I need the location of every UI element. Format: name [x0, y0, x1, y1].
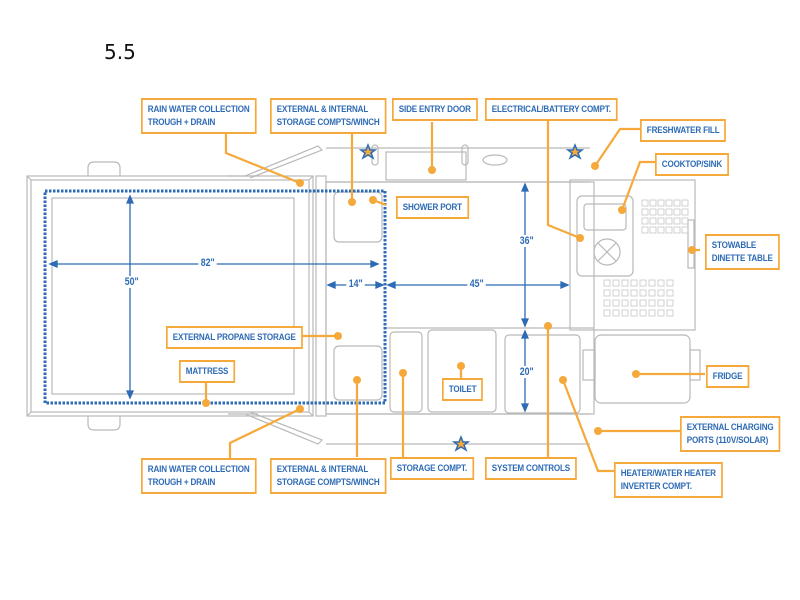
dimension-aisle-left: 14" [346, 278, 366, 290]
grid-cell [639, 309, 647, 317]
grid-cell [612, 309, 620, 317]
grid-cell [641, 208, 649, 216]
grid-cell [673, 199, 681, 207]
grid-cell [657, 199, 665, 207]
grid-cell [621, 279, 629, 287]
dimension-bed-width: 50" [122, 276, 142, 288]
grid-cell [665, 208, 673, 216]
grid-cell [666, 279, 674, 287]
grid-cell [630, 279, 638, 287]
grid-cell [666, 309, 674, 317]
grid-cell [648, 279, 656, 287]
grid-cell [630, 299, 638, 307]
grid-cell [630, 309, 638, 317]
callout-freshwater-fill: FRESHWATER FILL [640, 119, 727, 142]
grid-cell [649, 217, 657, 225]
dimension-bed-length: 82" [198, 257, 218, 269]
grid-cell [657, 208, 665, 216]
grid-cell [649, 226, 657, 234]
grid-cell [649, 199, 657, 207]
callout-shower-port: SHOWER PORT [396, 196, 469, 219]
grid-cell [612, 289, 620, 297]
star-markers [358, 142, 585, 452]
dinette-grid [603, 199, 689, 317]
callout-storage-compt: STORAGE COMPT. [390, 457, 474, 480]
grid-cell [641, 226, 649, 234]
dimension-cabinet-depth: 20" [517, 366, 537, 378]
callout-cooktop-sink: COOKTOP/SINK [655, 153, 729, 176]
grid-cell [657, 226, 665, 234]
grid-cell [666, 299, 674, 307]
page-title: 5.5 [104, 40, 136, 64]
callout-mattress: MATTRESS [179, 360, 236, 383]
grid-cell [639, 279, 647, 287]
grid-cell [648, 289, 656, 297]
grid-cell [641, 199, 649, 207]
grid-cell [681, 199, 689, 207]
grid-cell [681, 217, 689, 225]
callout-dots [202, 162, 696, 435]
grid-cell [657, 309, 665, 317]
callout-toilet: TOILET [442, 378, 484, 401]
grid-cell [648, 299, 656, 307]
grid-cell [639, 289, 647, 297]
grid-cell [603, 279, 611, 287]
grid-cell [630, 289, 638, 297]
grid-cell [673, 208, 681, 216]
grid-cell [657, 279, 665, 287]
star-icon [565, 142, 585, 160]
callout-electrical-battery: ELECTRICAL/BATTERY COMPT. [485, 98, 618, 121]
callout-fridge: FRIDGE [706, 365, 750, 388]
grid-cell [657, 299, 665, 307]
grid-cell [603, 309, 611, 317]
grid-cell [681, 226, 689, 234]
dimension-galley-depth: 36" [517, 235, 537, 247]
grid-cell [673, 217, 681, 225]
grid-cell [648, 309, 656, 317]
star-icon [358, 142, 378, 160]
grid-cell [621, 289, 629, 297]
grid-cell [666, 289, 674, 297]
grid-cell [641, 217, 649, 225]
grid-cell [603, 289, 611, 297]
grid-cell [621, 299, 629, 307]
grid-cell [665, 217, 673, 225]
dimension-aisle-main: 45" [467, 278, 487, 290]
grid-cell [649, 208, 657, 216]
star-icon [451, 434, 471, 452]
grid-cell [657, 217, 665, 225]
grid-cell [673, 226, 681, 234]
callout-system-controls: SYSTEM CONTROLS [485, 457, 577, 480]
grid-cell [665, 226, 673, 234]
callout-side-entry-door: SIDE ENTRY DOOR [392, 98, 478, 121]
grid-cell [612, 299, 620, 307]
callout-propane-storage: EXTERNAL PROPANE STORAGE [166, 326, 303, 349]
grid-cell [681, 208, 689, 216]
grid-cell [665, 199, 673, 207]
bed-platform [26, 145, 324, 445]
grid-cell [621, 309, 629, 317]
callout-leaders [204, 117, 705, 473]
grid-cell [612, 279, 620, 287]
grid-cell [657, 289, 665, 297]
grid-cell [639, 299, 647, 307]
grid-cell [603, 299, 611, 307]
